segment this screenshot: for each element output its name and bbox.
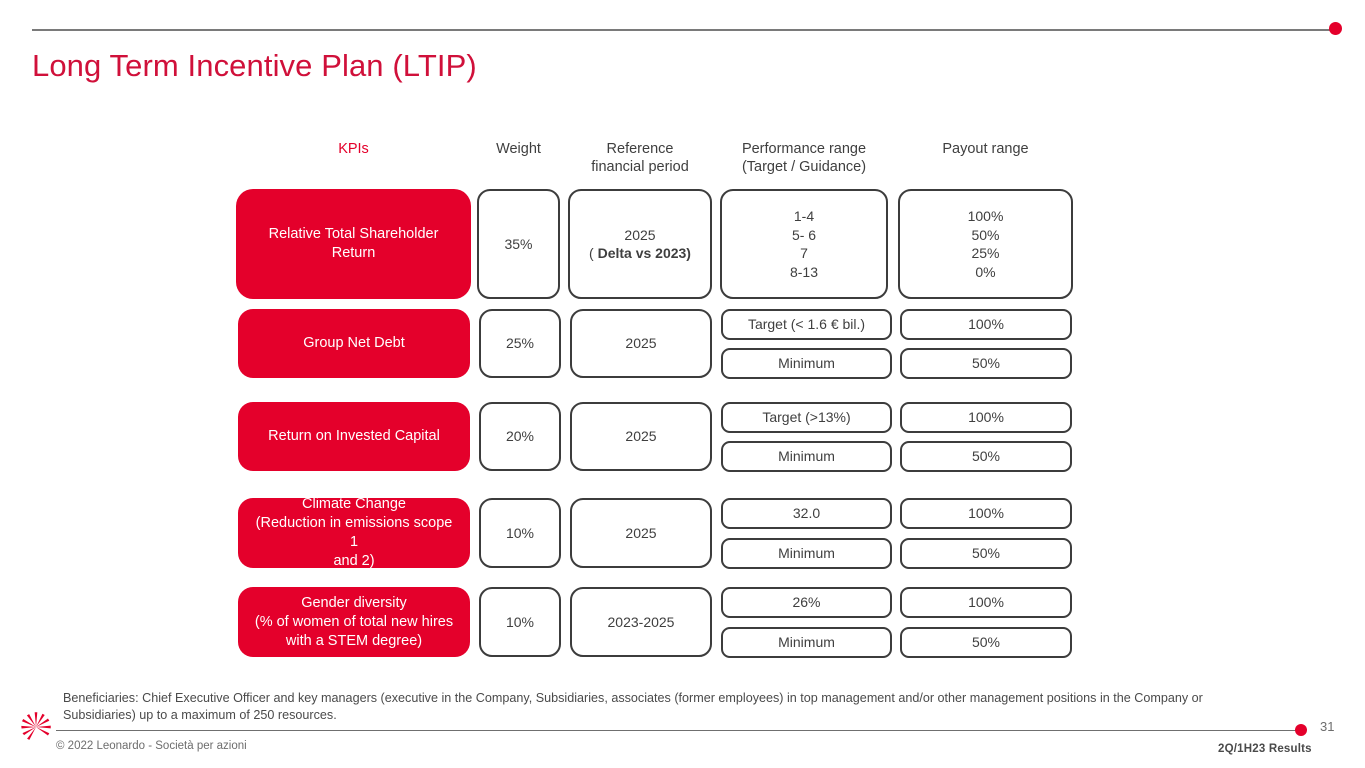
footer-red-dot-icon bbox=[1295, 724, 1307, 736]
kpi-label-line1: Gender diversity bbox=[301, 594, 407, 611]
performance-cell-row4-target: 32.0 bbox=[721, 498, 892, 529]
payout-value-1: 100% bbox=[967, 208, 1004, 224]
weight-cell-row2: 25% bbox=[479, 309, 561, 378]
leonardo-logo-icon bbox=[21, 712, 51, 740]
payout-cell-row1: 100% 50% 25% 0% bbox=[898, 189, 1073, 299]
performance-cell-row3-target: Target (>13%) bbox=[721, 402, 892, 433]
performance-cell-row3-minimum: Minimum bbox=[721, 441, 892, 472]
weight-cell-row3: 20% bbox=[479, 402, 561, 471]
column-header-reference-line2: financial period bbox=[591, 159, 689, 175]
reference-cell-row4: 2025 bbox=[570, 498, 712, 568]
reference-cell-row2: 2025 bbox=[570, 309, 712, 378]
performance-cell-row4-minimum: Minimum bbox=[721, 538, 892, 569]
top-red-dot-icon bbox=[1329, 22, 1342, 35]
payout-cell-row4-target: 100% bbox=[900, 498, 1072, 529]
payout-cell-row2-target: 100% bbox=[900, 309, 1072, 340]
kpi-label-line1: Climate Change bbox=[302, 496, 406, 512]
reference-cell-row5: 2023-2025 bbox=[570, 587, 712, 657]
reference-cell-row3: 2025 bbox=[570, 402, 712, 471]
payout-cell-row5-minimum: 50% bbox=[900, 627, 1072, 658]
kpi-cell-climate-change: Climate Change (Reduction in emissions s… bbox=[238, 496, 470, 569]
performance-value-2: 5- 6 bbox=[791, 226, 817, 243]
kpi-label-line1: Return on Invested Capital bbox=[268, 428, 440, 444]
reference-cell-row1: 2025 ( Delta vs 2023) bbox=[568, 189, 712, 299]
kpi-label-line3: and 2) bbox=[333, 553, 375, 569]
performance-value-4: 8-13 bbox=[789, 263, 819, 280]
kpi-cell-relative-total-shareholder-return: Relative Total Shareholder Return bbox=[236, 189, 471, 299]
payout-value-2: 50% bbox=[971, 226, 1000, 243]
kpi-cell-group-net-debt: Group Net Debt bbox=[238, 309, 470, 378]
payout-cell-row3-minimum: 50% bbox=[900, 441, 1072, 472]
performance-cell-row2-minimum: Minimum bbox=[721, 348, 892, 379]
reference-prefix: ( bbox=[589, 245, 598, 261]
payout-value-3: 25% bbox=[971, 245, 1000, 261]
top-divider bbox=[32, 29, 1330, 31]
column-header-payout: Payout range bbox=[942, 141, 1029, 157]
performance-cell-row2-target: Target (< 1.6 € bil.) bbox=[721, 309, 892, 340]
beneficiaries-note: Beneficiaries: Chief Executive Officer a… bbox=[63, 690, 1238, 723]
column-header-performance-line2: (Target / Guidance) bbox=[741, 159, 867, 175]
page-title: Long Term Incentive Plan (LTIP) bbox=[32, 48, 477, 83]
deck-name-label: 2Q/1H23 Results bbox=[1218, 743, 1312, 755]
payout-cell-row4-minimum: 50% bbox=[900, 538, 1072, 569]
footer-divider bbox=[56, 730, 1304, 732]
weight-cell-row5: 10% bbox=[479, 587, 561, 657]
beneficiaries-note-line1: Beneficiaries: Chief Executive Officer a… bbox=[63, 691, 1097, 705]
performance-cell-row1: 1-4 5- 6 7 8-13 bbox=[720, 189, 888, 299]
column-header-weight: Weight bbox=[496, 141, 541, 157]
weight-cell-row4: 10% bbox=[479, 498, 561, 568]
kpi-label-line1: Group Net Debt bbox=[303, 335, 405, 351]
performance-cell-row5-minimum: Minimum bbox=[721, 627, 892, 658]
column-header-performance-line1: Performance range bbox=[741, 141, 867, 157]
copyright-text: © 2022 Leonardo - Società per azioni bbox=[56, 740, 247, 752]
column-header-reference-line1: Reference bbox=[606, 141, 674, 157]
payout-cell-row2-minimum: 50% bbox=[900, 348, 1072, 379]
column-header-performance: Performance range (Target / Guidance) bbox=[720, 140, 888, 176]
performance-value-3: 7 bbox=[800, 245, 808, 261]
kpi-label-line2: Return bbox=[331, 245, 376, 261]
column-header-kpis: KPIs bbox=[338, 141, 369, 157]
performance-cell-row5-target: 26% bbox=[721, 587, 892, 618]
weight-cell-row1: 35% bbox=[477, 189, 560, 299]
column-header-reference: Reference financial period bbox=[568, 140, 712, 176]
payout-value-4: 0% bbox=[975, 263, 996, 280]
kpi-label-line3: with a STEM degree) bbox=[285, 632, 423, 649]
kpi-cell-gender-diversity: Gender diversity (% of women of total ne… bbox=[238, 587, 470, 657]
kpi-label-line1: Relative Total Shareholder bbox=[268, 226, 439, 242]
page-number: 31 bbox=[1320, 719, 1335, 734]
performance-value-1: 1-4 bbox=[793, 208, 815, 224]
reference-delta-note: Delta vs 2023) bbox=[597, 245, 691, 261]
payout-cell-row3-target: 100% bbox=[900, 402, 1072, 433]
beneficiaries-note-line2: in the Company or Subsidiaries) up to a … bbox=[63, 691, 1203, 722]
kpi-label-line2: (% of women of total new hires bbox=[254, 613, 454, 630]
reference-year: 2025 bbox=[624, 226, 656, 243]
kpi-label-line2: (Reduction in emissions scope 1 bbox=[255, 515, 453, 550]
payout-cell-row5-target: 100% bbox=[900, 587, 1072, 618]
kpi-cell-return-on-invested-capital: Return on Invested Capital bbox=[238, 402, 470, 471]
